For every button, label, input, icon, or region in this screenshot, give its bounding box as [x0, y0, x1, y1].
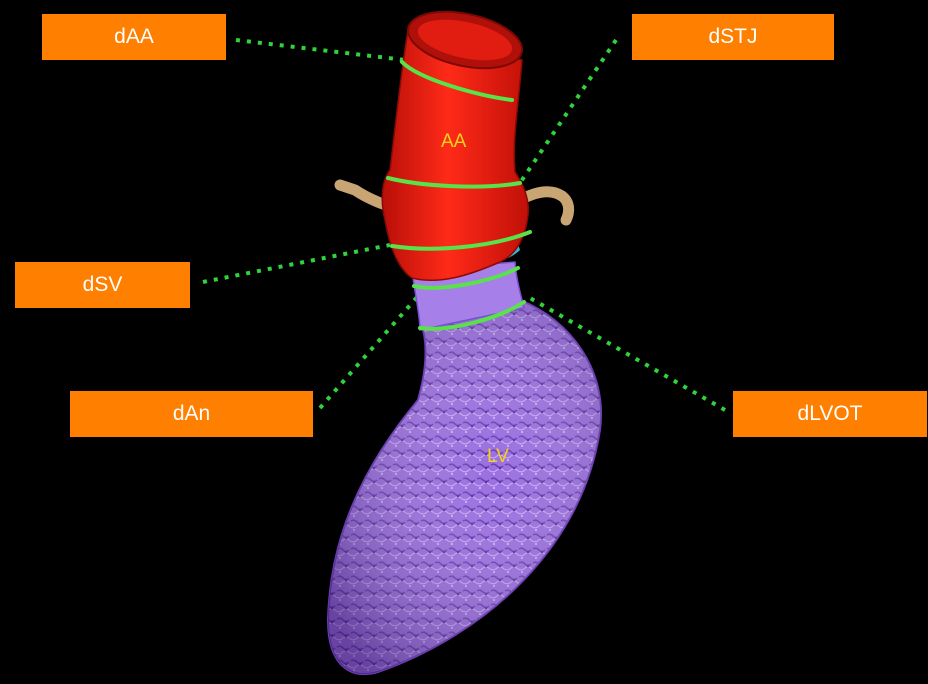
left-ventricle: [328, 300, 601, 674]
region-label-lv: LV: [487, 446, 509, 468]
label-dstj: dSTJ: [632, 14, 834, 60]
leader-line-dsv: [203, 245, 390, 282]
leader-line-dstj: [520, 40, 616, 183]
label-dsv: dSV: [15, 262, 190, 308]
leader-line-dan: [320, 296, 418, 408]
leader-line-daa: [236, 40, 405, 60]
label-daa: dAA: [42, 14, 226, 60]
label-dan: dAn: [70, 391, 313, 437]
label-dlvot: dLVOT: [733, 391, 927, 437]
region-label-aa: AA: [441, 131, 466, 153]
